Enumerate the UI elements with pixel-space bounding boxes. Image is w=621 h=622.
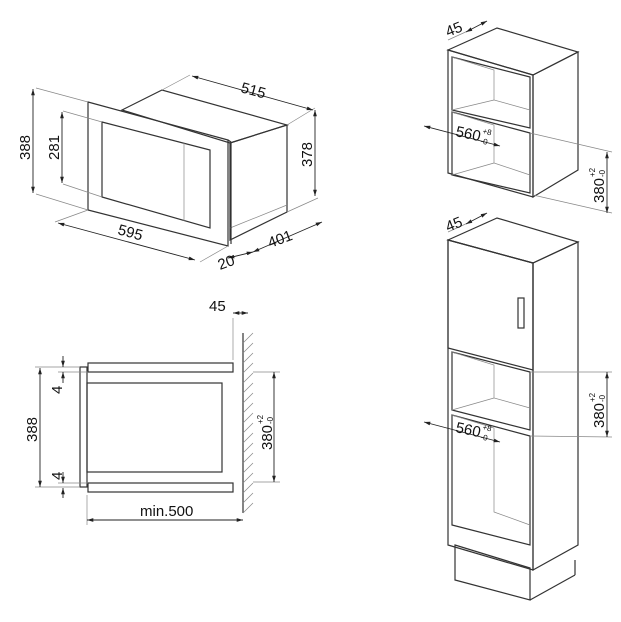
svg-text:+8: +8 — [482, 127, 493, 138]
dim-depth-401: 401 — [266, 227, 295, 252]
dim-offset-45: 45 — [443, 19, 465, 41]
dim-niche-width-560: 560 +8 -0 — [454, 123, 493, 147]
tall-cabinet-view: 45 560 +8 -0 380 +2 -0 — [423, 212, 613, 601]
svg-text:-0: -0 — [266, 416, 275, 424]
svg-text:+8: +8 — [482, 423, 493, 434]
svg-text:+2: +2 — [588, 167, 597, 177]
dim-width-515: 515 — [239, 79, 268, 102]
door-window — [101, 121, 211, 229]
dim-window-281: 281 — [46, 135, 63, 160]
oven-body — [86, 382, 223, 473]
dim-height-388: 388 — [24, 417, 41, 442]
svg-text:380: 380 — [259, 425, 276, 450]
dim-body-378: 378 — [299, 142, 316, 167]
dim-gap-45: 45 — [209, 298, 226, 315]
svg-text:-0: -0 — [598, 169, 607, 177]
svg-text:380: 380 — [591, 178, 608, 203]
microwave-iso-view: 515 388 281 378 595 20 401 — [17, 74, 323, 274]
svg-text:380: 380 — [591, 403, 608, 428]
svg-text:-0: -0 — [480, 433, 489, 443]
front-panel — [79, 366, 88, 488]
top-rail — [87, 362, 234, 373]
dim-offset-45: 45 — [443, 214, 465, 236]
wall-cabinet-view: 45 560 +8 -0 380 +2 -0 — [423, 19, 613, 214]
body-side — [229, 124, 288, 241]
dim-clearance-top: 4 — [49, 386, 66, 394]
dim-front-595: 595 — [116, 221, 145, 244]
bottom-rail — [87, 482, 234, 493]
plinth — [454, 544, 531, 601]
dim-niche-width-560: 560 +8 -0 — [454, 419, 493, 443]
side-section-view: 45 388 4 4 380 +2 -0 min.500 — [24, 298, 280, 525]
dim-frame-20: 20 — [216, 252, 237, 274]
dim-clearance-bottom: 4 — [49, 472, 66, 480]
svg-text:-0: -0 — [598, 394, 607, 402]
cabinet-door — [447, 239, 534, 371]
svg-text:-0: -0 — [480, 137, 489, 147]
door-handle — [517, 297, 525, 329]
svg-text:+2: +2 — [588, 392, 597, 402]
dim-height-388: 388 — [17, 135, 34, 160]
svg-text:560: 560 — [454, 419, 482, 441]
svg-text:560: 560 — [454, 123, 482, 145]
dim-niche-height-380: 380 +2 -0 — [588, 392, 608, 428]
svg-text:+2: +2 — [256, 414, 265, 424]
wall-hatching — [242, 332, 254, 514]
dim-niche-height-380: 380 +2 -0 — [588, 167, 608, 203]
dim-niche-380: 380 +2 -0 — [256, 414, 276, 450]
dim-min-depth: min.500 — [140, 503, 193, 520]
